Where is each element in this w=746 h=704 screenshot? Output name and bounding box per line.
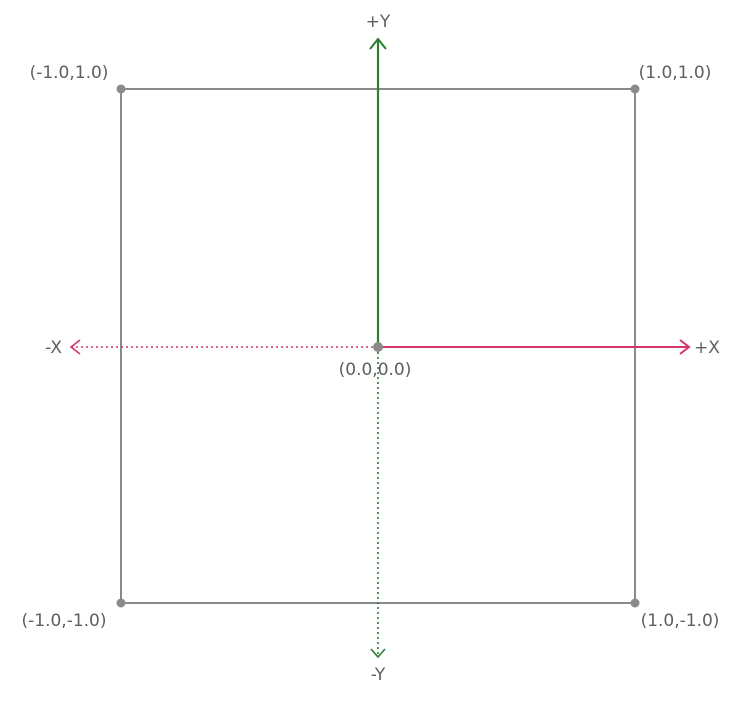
origin-label: (0.0,0.0)	[339, 360, 412, 380]
neg-y-label: -Y	[371, 665, 386, 685]
corner-dot-bottom-left	[116, 598, 126, 608]
corner-dot-top-right	[630, 84, 640, 94]
corner-label-top-right: (1.0,1.0)	[639, 63, 712, 83]
corner-dot-bottom-right	[630, 598, 640, 608]
corner-label-top-left: (-1.0,1.0)	[30, 63, 109, 83]
neg-y-arrowhead-icon	[370, 648, 386, 659]
corner-dot-top-left	[116, 84, 126, 94]
pos-x-label: +X	[694, 338, 720, 358]
neg-x-label: -X	[45, 338, 62, 358]
corner-label-bottom-left: (-1.0,-1.0)	[21, 611, 106, 631]
pos-y-arrowhead-icon	[369, 37, 387, 50]
pos-x-arrowhead-icon	[679, 339, 691, 355]
neg-x-arrowhead-icon	[69, 339, 81, 355]
pos-y-label: +Y	[366, 12, 391, 32]
origin-dot	[373, 342, 383, 352]
corner-label-bottom-right: (1.0,-1.0)	[641, 611, 720, 631]
